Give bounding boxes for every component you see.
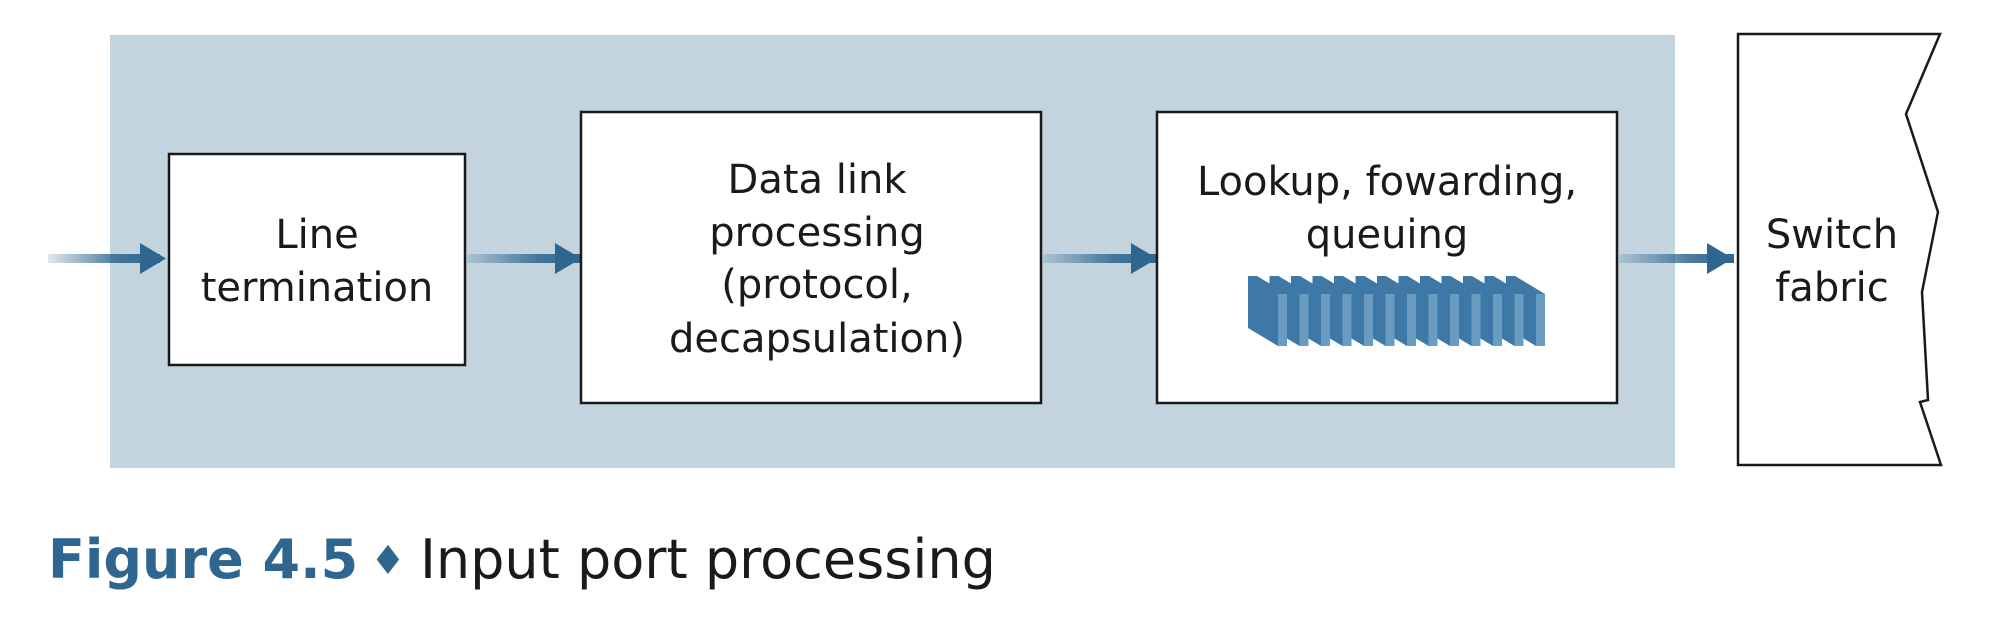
- data-link-label-2: processing: [709, 210, 925, 256]
- arrow-right-icon: [1043, 243, 1158, 274]
- caption-separator: ♦: [370, 538, 406, 584]
- arrow-right-icon: [1619, 243, 1734, 274]
- line-termination-box: Line termination: [167, 152, 467, 367]
- figure-caption: Figure 4.5 ♦ Input port processing: [48, 528, 996, 591]
- data-link-label-4: decapsulation): [669, 316, 965, 362]
- data-link-label-3: (protocol,: [721, 262, 912, 308]
- switch-fabric-label-2: fabric: [1775, 265, 1889, 311]
- line-termination-label-2: termination: [201, 265, 434, 311]
- data-link-processing-box: Data link processing (protocol, decapsul…: [579, 110, 1043, 405]
- lookup-label-1: Lookup, fowarding,: [1197, 159, 1577, 205]
- lookup-label-2: queuing: [1306, 212, 1469, 258]
- arrow-right-icon: [467, 243, 583, 274]
- arrow-right-icon: [48, 243, 166, 274]
- caption-title: Input port processing: [420, 528, 996, 591]
- switch-fabric-label-1: Switch: [1766, 212, 1898, 258]
- lookup-forwarding-queuing-box: Lookup, fowarding, queuing: [1155, 110, 1619, 405]
- packet-queue-icon: [1248, 276, 1545, 346]
- line-termination-label-1: Line: [275, 212, 358, 258]
- switch-fabric-box: Switch fabric: [1736, 32, 1943, 467]
- queue-packet: [1248, 276, 1287, 346]
- caption-figure-number: Figure 4.5: [48, 528, 358, 591]
- data-link-label-1: Data link: [728, 157, 908, 203]
